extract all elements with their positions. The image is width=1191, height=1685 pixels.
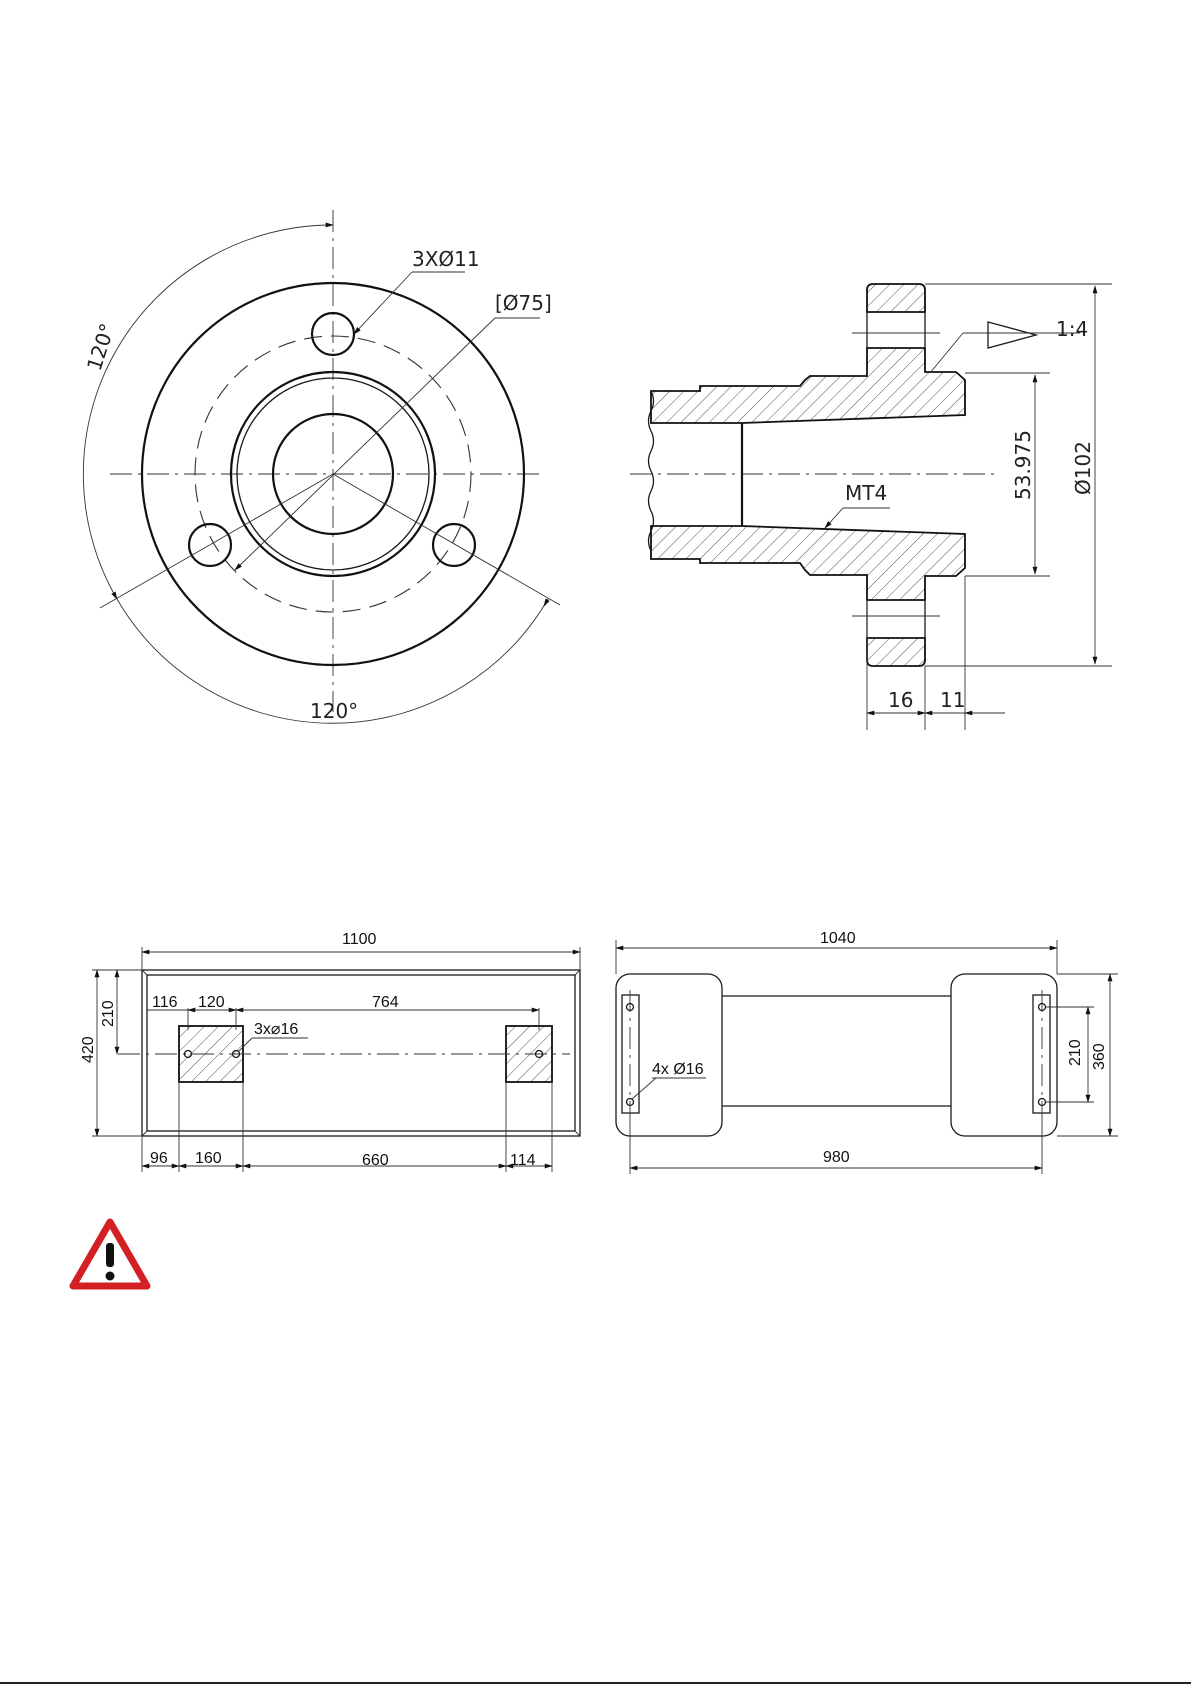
mt4-leader (825, 508, 843, 528)
dim-102-label: Ø102 (1071, 441, 1095, 495)
dim-11-label: 11 (940, 688, 965, 712)
slot-plate-right (1033, 995, 1050, 1113)
side-hole-callout-label: 4x Ø16 (652, 1061, 704, 1078)
dim-53975-label: 53.975 (1011, 430, 1035, 500)
base-hole-callout-label: 3x⌀16 (254, 1021, 298, 1038)
dim-side-210-label: 210 (1067, 1039, 1084, 1066)
side-block-right (951, 974, 1057, 1136)
dim-16-label: 16 (888, 688, 913, 712)
bolt-circle-diameter-line (235, 318, 495, 570)
section-upper-body (651, 348, 965, 423)
warning-triangle-icon (73, 1222, 147, 1286)
flange-lower-block (867, 638, 925, 666)
taper-symbol-icon (988, 322, 1036, 348)
dim-660-label: 660 (362, 1152, 389, 1169)
dim-114-label: 114 (510, 1152, 536, 1169)
flange-section-view: 53.975 Ø102 1:4 MT4 16 11 (630, 284, 1112, 730)
flange-front-view: 120° 120° 3XØ11 [Ø75] (82, 210, 560, 723)
dim-116-label: 116 (152, 994, 178, 1011)
angle-label-bottom: 120° (310, 699, 358, 723)
bolt-hole-right (433, 524, 475, 566)
dim-96-label: 96 (150, 1150, 168, 1167)
dim-1100-label: 1100 (342, 931, 377, 948)
dim-160-label: 160 (195, 1150, 222, 1167)
dim-120-label: 120 (198, 994, 225, 1011)
hole-leader (354, 272, 412, 334)
dim-1040-label: 1040 (820, 930, 856, 947)
radial-line-left (100, 474, 333, 608)
dim-764-label: 764 (372, 994, 399, 1011)
mt4-label: MT4 (845, 481, 887, 505)
flange-upper-block (867, 284, 925, 312)
side-block-left (616, 974, 722, 1136)
dim-210-label: 210 (100, 1000, 117, 1027)
dim-980-label: 980 (823, 1149, 850, 1166)
angle-label-top-left: 120° (82, 320, 120, 373)
radial-line-right (333, 474, 560, 605)
hole-callout-label: 3XØ11 (412, 247, 480, 271)
base-top-view: 1100 116 120 764 3x⌀16 420 210 96 160 6 (80, 931, 580, 1172)
section-lower-body (651, 526, 965, 600)
dim-360-label: 360 (1091, 1043, 1108, 1070)
dim-420-label: 420 (80, 1036, 97, 1063)
base-side-view: 4x Ø16 1040 980 210 360 (616, 930, 1118, 1174)
bolt-circle-label: [Ø75] (495, 291, 552, 315)
taper-ratio-label: 1:4 (1056, 317, 1088, 341)
angle-arc-top-left (83, 225, 333, 599)
